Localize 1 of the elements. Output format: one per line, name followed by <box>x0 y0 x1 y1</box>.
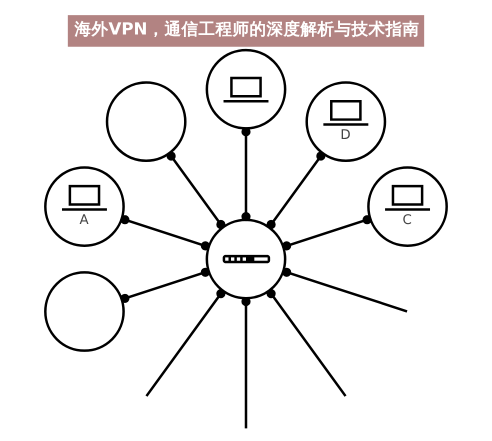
diagram-title: 海外VPN，通信工程师的深度解析与技术指南 <box>74 19 420 38</box>
